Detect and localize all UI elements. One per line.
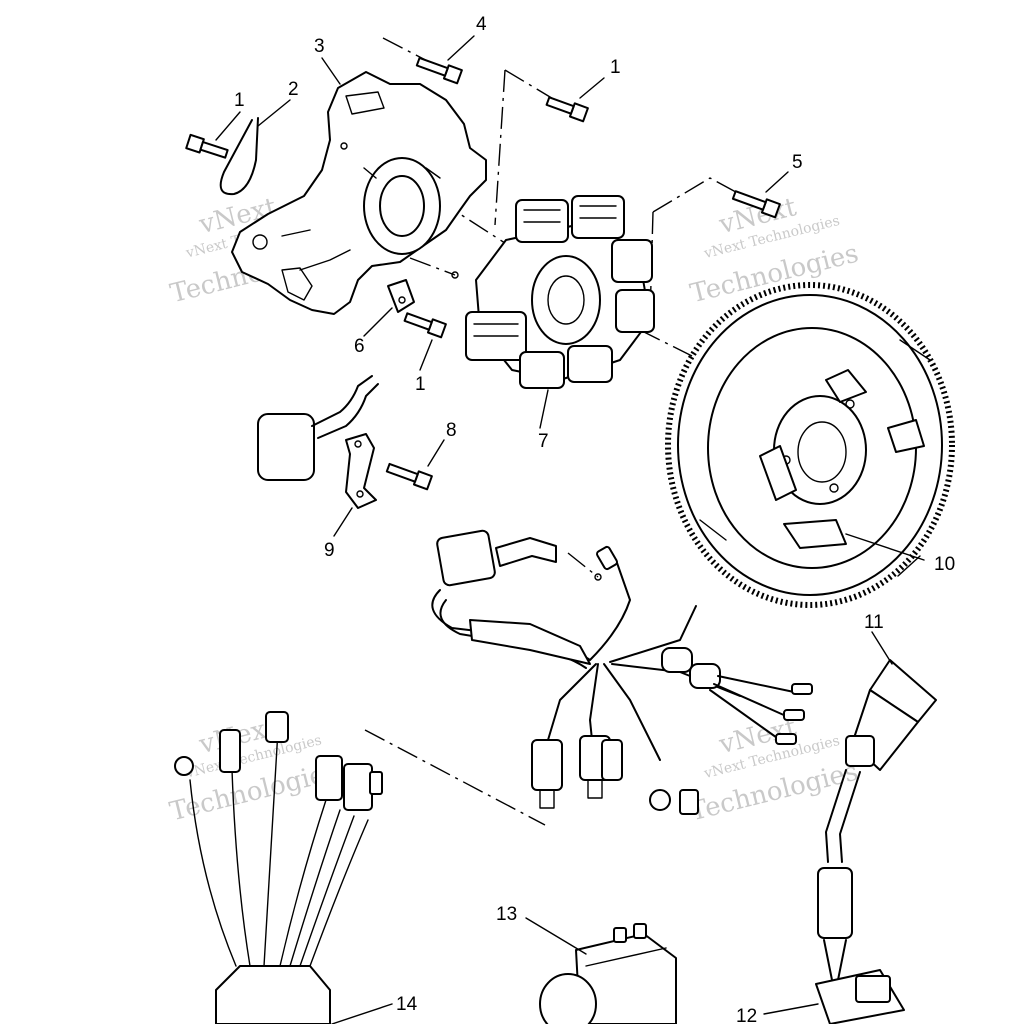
wire-clamp-6 bbox=[387, 279, 415, 313]
bolt-5 bbox=[731, 190, 781, 219]
wire-harness bbox=[431, 529, 813, 815]
callout-11: 11 bbox=[864, 612, 884, 633]
callout-13: 13 bbox=[496, 904, 517, 925]
bolt-1-upper-mid bbox=[545, 96, 589, 123]
stator-coil bbox=[465, 195, 655, 389]
callout-1-upper-mid: 1 bbox=[610, 57, 621, 78]
callout-10: 10 bbox=[934, 554, 955, 575]
callout-1-lower: 1 bbox=[415, 374, 426, 395]
stator-plate bbox=[231, 71, 487, 315]
bolt-1-upper-left bbox=[185, 133, 229, 159]
callout-7: 7 bbox=[538, 431, 549, 452]
ignition-coil-bracket bbox=[257, 375, 379, 509]
rectifier-harness bbox=[174, 711, 383, 1024]
callout-8: 8 bbox=[446, 420, 457, 441]
wire-clip bbox=[219, 117, 259, 196]
cdi-module bbox=[539, 923, 677, 1024]
callout-1-upper-left: 1 bbox=[234, 90, 245, 111]
callout-14: 14 bbox=[396, 994, 418, 1015]
callout-6: 6 bbox=[354, 336, 365, 357]
callout-2: 2 bbox=[288, 79, 299, 100]
callout-3: 3 bbox=[314, 36, 325, 57]
callout-12: 12 bbox=[736, 1006, 757, 1024]
callout-labels: 1 2 3 4 1 5 6 1 7 8 9 10 11 12 13 14 bbox=[234, 14, 955, 1024]
washer-dot bbox=[451, 271, 459, 279]
callout-5: 5 bbox=[792, 152, 803, 173]
leader-lines bbox=[215, 35, 925, 1024]
callout-9: 9 bbox=[324, 540, 335, 561]
bolt-1-lower bbox=[403, 312, 447, 339]
spark-plug-cap bbox=[815, 659, 937, 1024]
bolt-4 bbox=[415, 56, 463, 85]
bolt-8 bbox=[385, 462, 433, 491]
washer-dot bbox=[594, 573, 602, 581]
flywheel bbox=[665, 282, 955, 608]
callout-4: 4 bbox=[476, 14, 487, 35]
